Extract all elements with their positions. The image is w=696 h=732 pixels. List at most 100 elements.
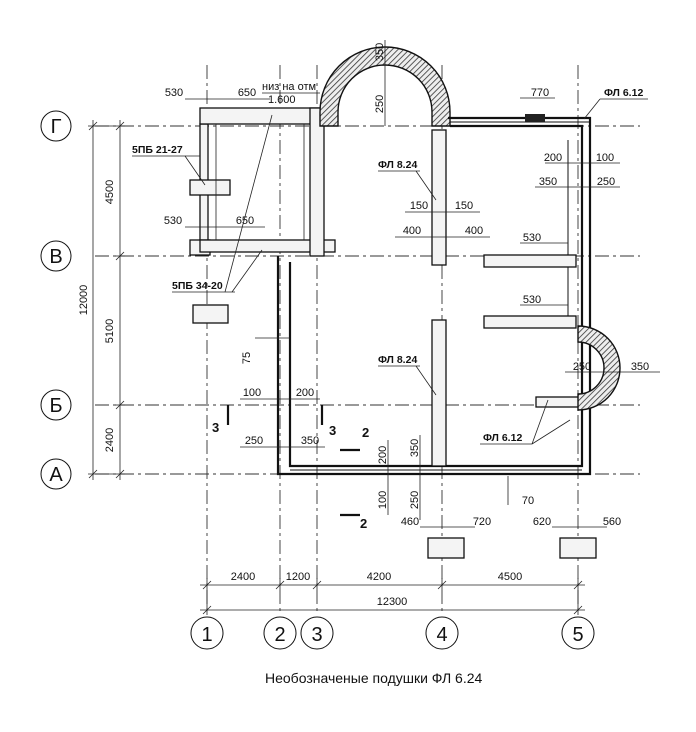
bottom-wall-dimensions: 200 100 350 250 70 [377,435,534,520]
dim-100-vertical: 100 [377,491,389,509]
dim-620: 620 [533,516,551,528]
axis-bubble-5 [561,616,595,650]
bottom-dimension-chain: 2400 1200 4200 4500 12300 [200,571,585,615]
partition-stub-3 [535,396,581,408]
dim-100-bottom: 100 [243,387,261,399]
axis-bubbles-numbers: 1 2 3 4 5 [190,616,595,650]
arch-right-hatched [577,325,621,411]
dim-530-mid: 530 [164,215,182,227]
porch-annex [189,107,336,324]
dim-250-right: 250 [597,176,615,188]
section-mark-3a: 3 [212,420,219,435]
label-fl824-bottom: ФЛ 8.24 [378,354,417,366]
wall-axis4-lower [431,319,447,467]
axis-bubble-4 [425,616,459,650]
dim-12000-vertical: 12000 [78,285,90,316]
arch-bay-right [577,325,621,411]
lower-left-dimensions: 75 100 200 250 350 [240,337,325,448]
dim-5100-vertical: 5100 [104,319,116,343]
wall-axis4-upper [431,129,447,266]
section-mark-3b: 3 [329,423,336,438]
dim-350-arc2: 350 [631,361,649,373]
label-fl824-top: ФЛ 8.24 [378,159,417,171]
dim-460: 460 [401,516,419,528]
dim-250-vertical: 250 [409,491,421,509]
axis-label-4: 4 [436,624,447,646]
dim-250-bottom: 250 [245,435,263,447]
axis-bubble-B [40,389,72,421]
axis4-dimensions: 150 150 400 400 [395,200,490,238]
elevation-note-line1: низ на отм [262,81,316,93]
dim-770: 770 [531,87,549,99]
label-5pb-21-27: 5ПБ 21-27 [132,144,183,156]
axis-bubble-V [40,240,72,272]
dim-4500-bottom: 4500 [498,571,522,583]
elevation-note-line2: 1.600 [268,94,296,106]
dim-150-right: 150 [455,200,473,212]
dim-530-right-2: 530 [523,294,541,306]
dim-2400-vertical: 2400 [104,428,116,452]
dim-530-top: 530 [165,87,183,99]
axis-label-5: 5 [572,624,583,646]
porch-beam-bottom [199,239,336,253]
dim-100-right: 100 [596,152,614,164]
dim-350-bottom: 350 [301,435,319,447]
dim-350-right: 350 [539,176,557,188]
dim-650-top: 650 [238,87,256,99]
dim-70: 70 [522,495,534,507]
cushion-axis5 [559,537,597,559]
porch-pad-1 [189,179,231,196]
axis-label-2: 2 [274,624,285,646]
dim-400-right: 400 [465,225,483,237]
dim-250-arch: 250 [374,95,386,113]
dim-400-left: 400 [403,225,421,237]
right-dimensions: 200 100 350 250 530 530 250 350 [520,152,660,373]
axis-bubble-2 [263,616,297,650]
left-dimension-chain: 4500 5100 2400 12000 [78,120,125,480]
axis-bubble-G [40,110,72,142]
dim-200-bottom: 200 [296,387,314,399]
porch-wall-right [309,107,325,257]
vent-block [525,114,545,122]
arch-bay-top [319,46,451,127]
axis-label-A: А [49,464,63,486]
axis-label-1: 1 [201,624,212,646]
cushion-axis4 [427,537,465,559]
dim-530-right-1: 530 [523,232,541,244]
footer-note: Необозначеные подушки ФЛ 6.24 [265,670,483,686]
dim-200-right: 200 [544,152,562,164]
dim-560: 560 [603,516,621,528]
partition-stub-1 [483,254,577,268]
axis-label-G: Г [51,116,62,138]
label-fl612-top: ФЛ 6.12 [604,87,643,99]
label-5pb-34-20: 5ПБ 34-20 [172,280,223,292]
partition-stub-2 [483,315,577,329]
section-mark-2b: 2 [360,516,367,531]
axis-bubble-A [40,458,72,490]
axis-bubble-1 [190,616,224,650]
dim-350-arch: 350 [374,43,386,61]
section-mark-2a: 2 [362,425,369,440]
arch-dimensions: 350 250 770 [374,40,555,126]
axis-label-B: Б [49,395,62,417]
dim-150-left: 150 [410,200,428,212]
dim-720: 720 [473,516,491,528]
dim-75: 75 [241,352,253,364]
dim-4200-bottom: 4200 [367,571,391,583]
dim-200-vertical: 200 [377,446,389,464]
axis-bubbles-letters: Г В Б А [40,110,72,490]
axis-bubble-3 [300,616,334,650]
arch-top-hatched [319,46,451,127]
dim-2400-bottom: 2400 [231,571,255,583]
porch-dimensions: 530 650 530 650 низ на отм 1.600 [164,81,320,228]
porch-cushion [192,304,229,324]
dim-650-mid: 650 [236,215,254,227]
main-walls [276,114,592,476]
axis-label-3: 3 [311,624,322,646]
dim-1200-bottom: 1200 [286,571,310,583]
dim-4500-vertical: 4500 [104,180,116,204]
section-marks: 3 3 2 2 [212,405,369,531]
dim-12300-bottom: 12300 [377,596,408,608]
element-labels: 5ПБ 21-27 5ПБ 34-20 ФЛ 8.24 ФЛ 8.24 ФЛ 6… [132,87,648,445]
